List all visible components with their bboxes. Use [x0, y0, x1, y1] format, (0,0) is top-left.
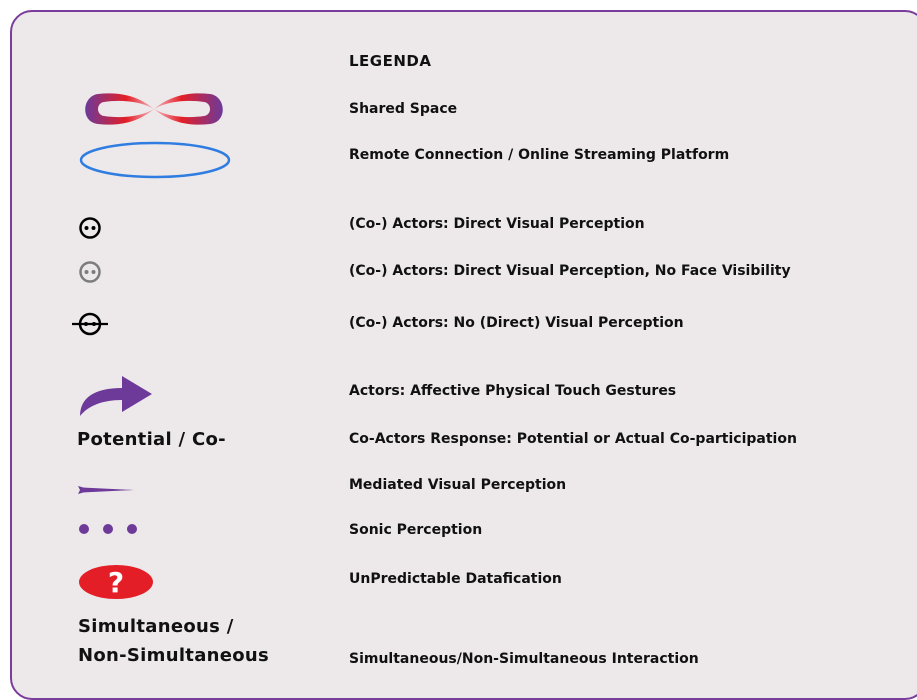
legend-label-touch-gestures: Actors: Affective Physical Touch Gesture… — [349, 383, 677, 399]
legend-label-remote-connection: Remote Connection / Online Streaming Pla… — [349, 147, 730, 163]
simultaneous-symbol-text-line2: Non-Simultaneous — [78, 645, 270, 666]
legend-label-direct-visual: (Co-) Actors: Direct Visual Perception — [349, 216, 645, 232]
legend-label-shared-space: Shared Space — [349, 101, 458, 117]
legend-label-no-face-visibility: (Co-) Actors: Direct Visual Perception, … — [349, 263, 791, 279]
curved-arrow-icon — [80, 376, 152, 416]
face-grey-icon — [79, 261, 101, 283]
infinity-shared-space-icon — [85, 93, 223, 125]
legend-title: LEGENDA — [349, 52, 432, 70]
question-badge-icon: ? — [79, 565, 153, 599]
legend-panel — [10, 10, 917, 700]
simultaneous-symbol-text-line1: Simultaneous / — [78, 616, 234, 637]
legend-label-co-participation: Co-Actors Response: Potential or Actual … — [349, 431, 797, 447]
dots-icon — [79, 524, 137, 534]
legend-label-unpredictable-datafication: UnPredictable Datafication — [349, 571, 562, 587]
dart-arrow-icon — [78, 486, 134, 494]
legend-label-no-direct-visual: (Co-) Actors: No (Direct) Visual Percept… — [349, 315, 684, 331]
blue-ellipse-icon — [79, 141, 231, 179]
face-crossed-icon — [72, 312, 108, 336]
question-badge-text: ? — [108, 566, 124, 599]
legend-label-mediated-visual: Mediated Visual Perception — [349, 477, 567, 493]
face-black-icon — [79, 217, 101, 239]
legend-label-simultaneous-interaction: Simultaneous/Non-Simultaneous Interactio… — [349, 651, 699, 667]
potential-co-symbol-text: Potential / Co- — [77, 429, 226, 450]
legend-label-sonic-perception: Sonic Perception — [349, 522, 483, 538]
